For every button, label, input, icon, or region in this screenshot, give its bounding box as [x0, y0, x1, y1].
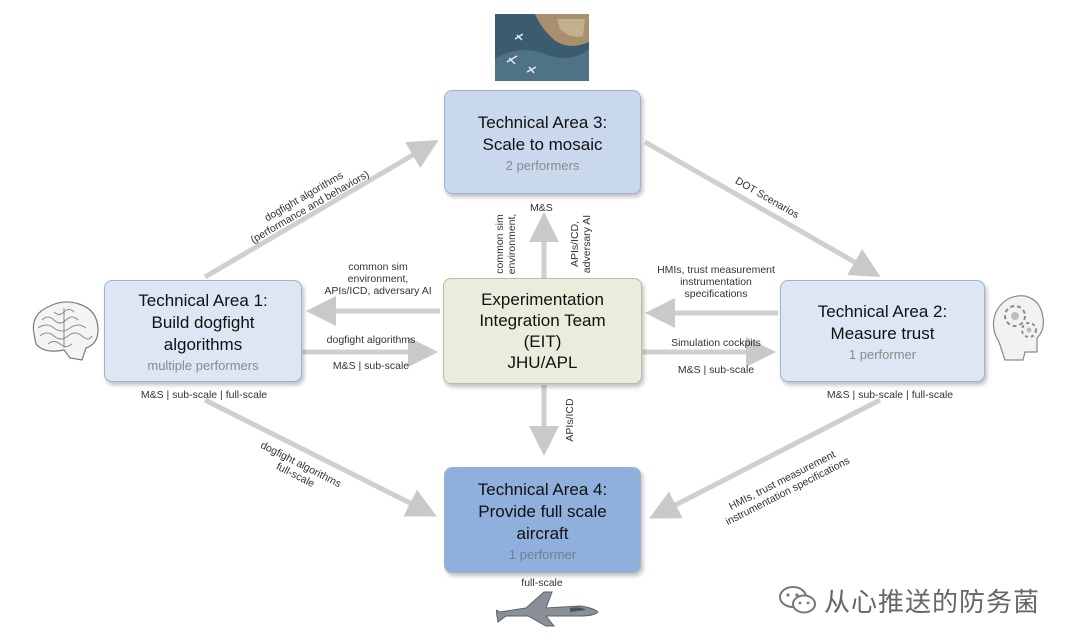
label-eit-to-ta3-left: common sim environment,: [494, 204, 518, 284]
ta2-title-line2: Measure trust: [830, 323, 935, 343]
ta4-performers: 1 performer: [508, 546, 577, 562]
label-eit-to-ta3-ms: M&S: [530, 202, 553, 214]
label-eit-to-ta2-top: Simulation cockpits: [671, 337, 761, 349]
ta1-performers: multiple performers: [147, 357, 259, 373]
label-text: adversary AI: [581, 214, 593, 274]
ta1-title-line3: algorithms: [163, 334, 243, 354]
label-ta1-bottom: M&S | sub-scale | full-scale: [140, 389, 268, 401]
label-ta1-to-eit-top: dogfight algorithms: [326, 334, 416, 346]
arrow-ta3-to-ta2: [643, 139, 881, 277]
ta4-title-line3: aircraft: [516, 523, 569, 543]
label-ta2-bottom: M&S | sub-scale | full-scale: [826, 389, 954, 401]
eit-line3: (EIT): [523, 332, 562, 351]
aerial-photo-icon: [495, 14, 589, 81]
eit-line2: Integration Team: [479, 311, 606, 330]
label-text: common sim: [348, 261, 408, 273]
arrow-ta2-to-ta4: [649, 397, 882, 519]
label-text: specifications: [684, 288, 748, 300]
label-text: environment,: [506, 213, 518, 275]
label-eit-to-ta4: APIs/ICD: [564, 398, 576, 442]
label-eit-to-ta1: common sim environment, APIs/ICD, advers…: [314, 261, 442, 297]
ta3-performers: 2 performers: [505, 157, 580, 173]
label-eit-to-ta3-right: APIs/ICD, adversary AI: [569, 204, 593, 284]
label-ta4-bottom: full-scale: [521, 577, 563, 589]
ta4-title-line1: Technical Area 4:: [477, 479, 608, 499]
eit-box: Experimentation Integration Team (EIT) J…: [443, 278, 642, 384]
label-ta2-to-eit: HMIs, trust measurement instrumentation …: [648, 264, 784, 300]
label-ta1-to-eit-bottom: M&S | sub-scale: [332, 360, 410, 372]
label-text: instrumentation: [680, 276, 752, 288]
label-text: APIs/ICD,: [569, 220, 581, 268]
wechat-icon: [778, 584, 818, 616]
ta4-title-line2: Provide full scale: [478, 501, 607, 521]
technical-area-1-box: Technical Area 1: Build dogfight algorit…: [104, 280, 302, 382]
technical-area-4-box: Technical Area 4: Provide full scale air…: [444, 467, 641, 573]
ta2-title-line1: Technical Area 2:: [817, 301, 948, 321]
eit-line1: Experimentation: [481, 290, 604, 309]
technical-area-2-box: Technical Area 2: Measure trust 1 perfor…: [780, 280, 985, 382]
label-text: common sim: [494, 214, 506, 274]
ta2-performers: 1 performer: [848, 346, 917, 362]
ta1-title-line1: Technical Area 1:: [138, 290, 268, 310]
eit-line4: JHU/APL: [507, 353, 578, 372]
label-text: environment,: [347, 273, 409, 285]
watermark-text: 从心推送的防务菌: [824, 588, 1041, 618]
brain-icon: [24, 296, 102, 368]
technical-area-3-box: Technical Area 3: Scale to mosaic 2 perf…: [444, 90, 641, 194]
arrow-ta1-to-ta3: [203, 139, 439, 280]
ta3-title-line2: Scale to mosaic: [482, 134, 603, 154]
label-text: APIs/ICD, adversary AI: [324, 285, 432, 297]
fighter-jet-icon: [495, 586, 600, 628]
arrow-ta1-to-ta4: [203, 397, 437, 517]
label-text: HMIs, trust measurement: [657, 264, 775, 276]
ta1-title-line2: Build dogfight: [151, 312, 255, 332]
label-eit-to-ta2-bottom: M&S | sub-scale: [677, 364, 755, 376]
head-gears-icon: [985, 290, 1047, 365]
ta3-title-line1: Technical Area 3:: [477, 112, 608, 132]
